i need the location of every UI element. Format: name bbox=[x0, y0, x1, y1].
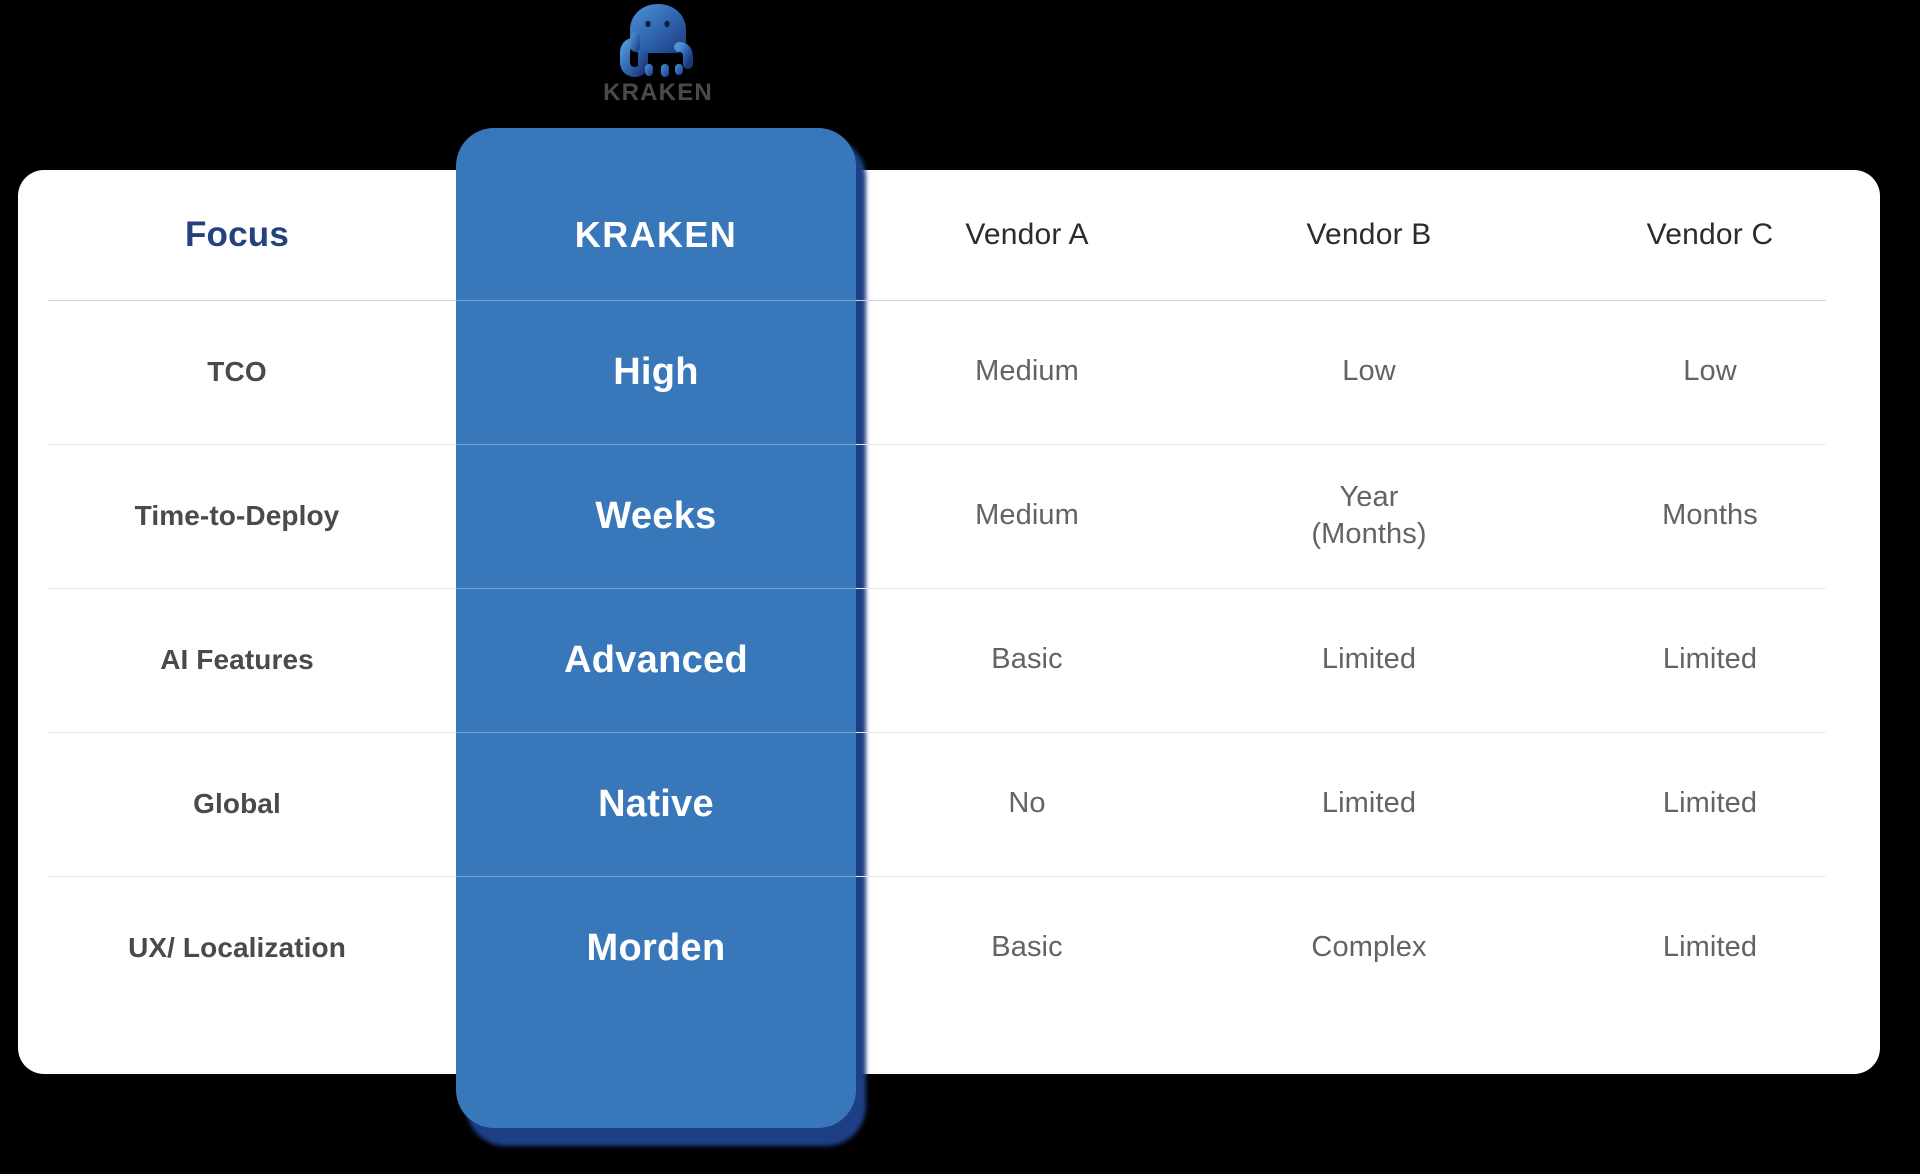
row-label: Time-to-Deploy bbox=[134, 500, 340, 531]
vendor-c-cell: Limited bbox=[1540, 588, 1880, 732]
column-header-focus-label: Focus bbox=[184, 215, 290, 254]
kraken-value: Weeks bbox=[595, 494, 717, 537]
header-divider-left bbox=[48, 300, 456, 301]
table-row: UX/ Localization bbox=[18, 876, 456, 1020]
vendor-b-value: Year (Months) bbox=[1311, 479, 1426, 553]
kraken-cell: Weeks bbox=[456, 444, 856, 588]
row-divider-2-left bbox=[48, 588, 456, 589]
column-header-vendor-b: Vendor B bbox=[1198, 170, 1540, 300]
vendor-a-cell: No bbox=[856, 732, 1198, 876]
vendor-c-value: Months bbox=[1662, 499, 1758, 532]
kraken-value: Native bbox=[598, 782, 714, 825]
vendor-b-cell: Low bbox=[1198, 300, 1540, 444]
comparison-grid: Focus KRAKEN Vendor A Vendor B Vendor C … bbox=[18, 170, 1880, 1074]
header-divider-kraken bbox=[456, 300, 856, 301]
vendor-b-cell: Limited bbox=[1198, 588, 1540, 732]
vendor-b-value: Limited bbox=[1321, 643, 1417, 676]
vendor-c-value: Limited bbox=[1662, 643, 1758, 676]
row-divider-2-right bbox=[856, 588, 1826, 589]
vendor-c-value: Limited bbox=[1662, 787, 1758, 820]
row-label: UX/ Localization bbox=[128, 932, 346, 963]
vendor-c-cell: Months bbox=[1540, 444, 1880, 588]
vendor-a-value: No bbox=[1008, 787, 1046, 820]
table-row: TCO bbox=[18, 300, 456, 444]
vendor-c-value: Low bbox=[1683, 355, 1737, 388]
vendor-b-cell: Limited bbox=[1198, 732, 1540, 876]
vendor-b-value: Low bbox=[1342, 355, 1396, 388]
vendor-b-value-line1: Year bbox=[1339, 480, 1399, 513]
vendor-a-cell: Basic bbox=[856, 876, 1198, 1020]
vendor-c-cell: Limited bbox=[1540, 876, 1880, 1020]
row-divider-4-kraken bbox=[456, 876, 856, 877]
header-divider-right bbox=[856, 300, 1826, 301]
brand-wordmark: KRAKEN bbox=[603, 79, 713, 106]
vendor-a-value: Medium bbox=[975, 499, 1079, 532]
row-divider-4-left bbox=[48, 876, 456, 877]
column-header-focus: Focus bbox=[18, 170, 456, 300]
row-divider-4-right bbox=[856, 876, 1826, 877]
vendor-b-cell: Complex bbox=[1198, 876, 1540, 1020]
comparison-card bbox=[18, 170, 1880, 1074]
column-header-vendor-a: Vendor A bbox=[856, 170, 1198, 300]
column-header-vendor-b-label: Vendor B bbox=[1306, 218, 1432, 251]
kraken-cell: Morden bbox=[456, 876, 856, 1020]
column-header-vendor-c-label: Vendor C bbox=[1646, 218, 1774, 251]
octopus-kraken-icon bbox=[620, 4, 693, 78]
table-row: Global bbox=[18, 732, 456, 876]
vendor-b-cell: Year (Months) bbox=[1198, 444, 1540, 588]
vendor-b-value: Complex bbox=[1311, 931, 1427, 964]
row-divider-1-right bbox=[856, 444, 1826, 445]
row-divider-3-kraken bbox=[456, 732, 856, 733]
vendor-a-value: Basic bbox=[991, 643, 1063, 676]
vendor-b-value-line2: (Months) bbox=[1311, 518, 1427, 550]
vendor-a-cell: Medium bbox=[856, 444, 1198, 588]
vendor-a-value: Basic bbox=[991, 931, 1063, 964]
vendor-c-cell: Low bbox=[1540, 300, 1880, 444]
vendor-c-value: Limited bbox=[1662, 931, 1758, 964]
kraken-cell: High bbox=[456, 300, 856, 444]
column-header-kraken: KRAKEN bbox=[456, 170, 856, 300]
vendor-a-cell: Medium bbox=[856, 300, 1198, 444]
vendor-b-value: Limited bbox=[1321, 787, 1417, 820]
column-header-vendor-c: Vendor C bbox=[1540, 170, 1880, 300]
kraken-cell: Native bbox=[456, 732, 856, 876]
vendor-c-cell: Limited bbox=[1540, 732, 1880, 876]
row-divider-1-left bbox=[48, 444, 456, 445]
table-row: AI Features bbox=[18, 588, 456, 732]
row-divider-2-kraken bbox=[456, 588, 856, 589]
row-divider-1-kraken bbox=[456, 444, 856, 445]
row-divider-3-right bbox=[856, 732, 1826, 733]
row-label: AI Features bbox=[160, 644, 314, 675]
row-label: Global bbox=[193, 788, 281, 819]
row-label: TCO bbox=[207, 356, 267, 387]
vendor-a-value: Medium bbox=[975, 355, 1079, 388]
kraken-value: Advanced bbox=[563, 638, 748, 681]
kraken-value: Morden bbox=[586, 926, 726, 969]
kraken-value: High bbox=[613, 350, 699, 393]
vendor-a-cell: Basic bbox=[856, 588, 1198, 732]
kraken-cell: Advanced bbox=[456, 588, 856, 732]
kraken-column-panel bbox=[456, 128, 856, 1128]
column-header-vendor-a-label: Vendor A bbox=[965, 218, 1089, 251]
table-row: Time-to-Deploy bbox=[18, 444, 456, 588]
row-divider-3-left bbox=[48, 732, 456, 733]
brand-logo: KRAKEN bbox=[578, 2, 738, 110]
column-header-kraken-label: KRAKEN bbox=[574, 214, 738, 255]
